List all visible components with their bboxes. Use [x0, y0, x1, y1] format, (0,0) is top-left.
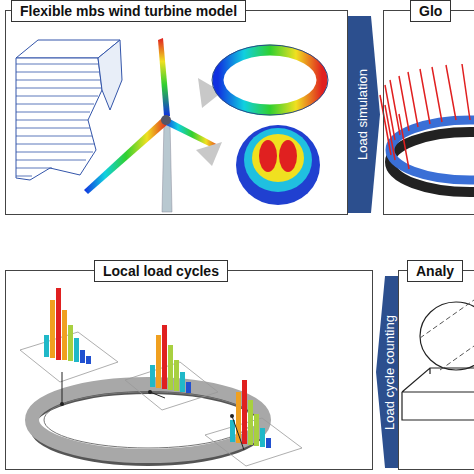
histogram-bar	[156, 335, 161, 388]
histogram-bar	[68, 325, 73, 361]
deformation-plot	[244, 128, 312, 192]
panel-box: Glo	[383, 10, 474, 215]
histogram-bar	[62, 310, 67, 360]
histogram-bar	[266, 438, 271, 448]
turbine-blade	[164, 118, 220, 150]
axis-line	[420, 300, 474, 370]
histogram-bar	[150, 365, 155, 387]
histogram-bar	[174, 360, 179, 391]
turbine-tower	[162, 122, 172, 212]
leader-dot	[230, 414, 234, 418]
histogram-bar	[248, 400, 253, 445]
histogram-bar	[186, 382, 191, 393]
histogram-bar	[74, 338, 79, 362]
deformation-plot	[279, 140, 297, 172]
arrow-label: Load cycle counting	[381, 315, 396, 430]
histogram-bar	[162, 325, 167, 389]
histogram-bar	[86, 356, 91, 364]
process-arrow	[376, 276, 398, 468]
panel-heading: Flexible mbs wind turbine model	[11, 0, 246, 22]
panel-box: Analy	[398, 270, 474, 470]
roller-outline	[420, 302, 474, 370]
histogram-plane	[205, 418, 302, 466]
pointer-chevron	[196, 142, 222, 166]
deformation-plot	[236, 125, 320, 205]
arrow-label: Load simulation	[355, 69, 370, 160]
histogram-bar	[50, 300, 55, 358]
panel-heading: Glo	[410, 0, 451, 22]
deformation-plot	[252, 134, 304, 182]
raceway-block	[402, 368, 474, 420]
bearing-ring-edge	[44, 392, 252, 448]
turbine-blade	[158, 38, 170, 116]
bearing-ring	[218, 50, 322, 110]
leader-line	[62, 372, 244, 450]
histogram-bar	[254, 414, 259, 446]
panel-box: Flexible mbs wind turbine model	[5, 10, 348, 215]
histogram-bar	[44, 335, 49, 357]
wind-field-hatch	[16, 64, 101, 176]
wind-field-front	[16, 58, 102, 180]
histogram-bar	[260, 428, 265, 447]
histogram-bar	[180, 372, 185, 392]
leader-dot	[148, 390, 152, 394]
leader-dot	[60, 402, 64, 406]
histogram-bar	[168, 345, 173, 390]
wind-field-side	[98, 40, 122, 110]
panel-box: Local load cycles	[5, 270, 373, 470]
force-vectors	[380, 64, 470, 169]
bearing-ring-edge	[212, 45, 328, 115]
turbine-hub	[161, 115, 171, 125]
histogram-bar	[80, 350, 85, 363]
bearing-ring	[390, 120, 474, 180]
panel-heading: Analy	[407, 260, 463, 282]
process-arrow	[348, 16, 380, 213]
histogram-bar	[56, 288, 61, 360]
turbine-blade	[84, 118, 168, 194]
histogram-bar	[242, 380, 247, 444]
bearing-ring	[32, 384, 264, 456]
panel-heading: Local load cycles	[94, 260, 228, 282]
deformation-plot	[259, 140, 277, 172]
